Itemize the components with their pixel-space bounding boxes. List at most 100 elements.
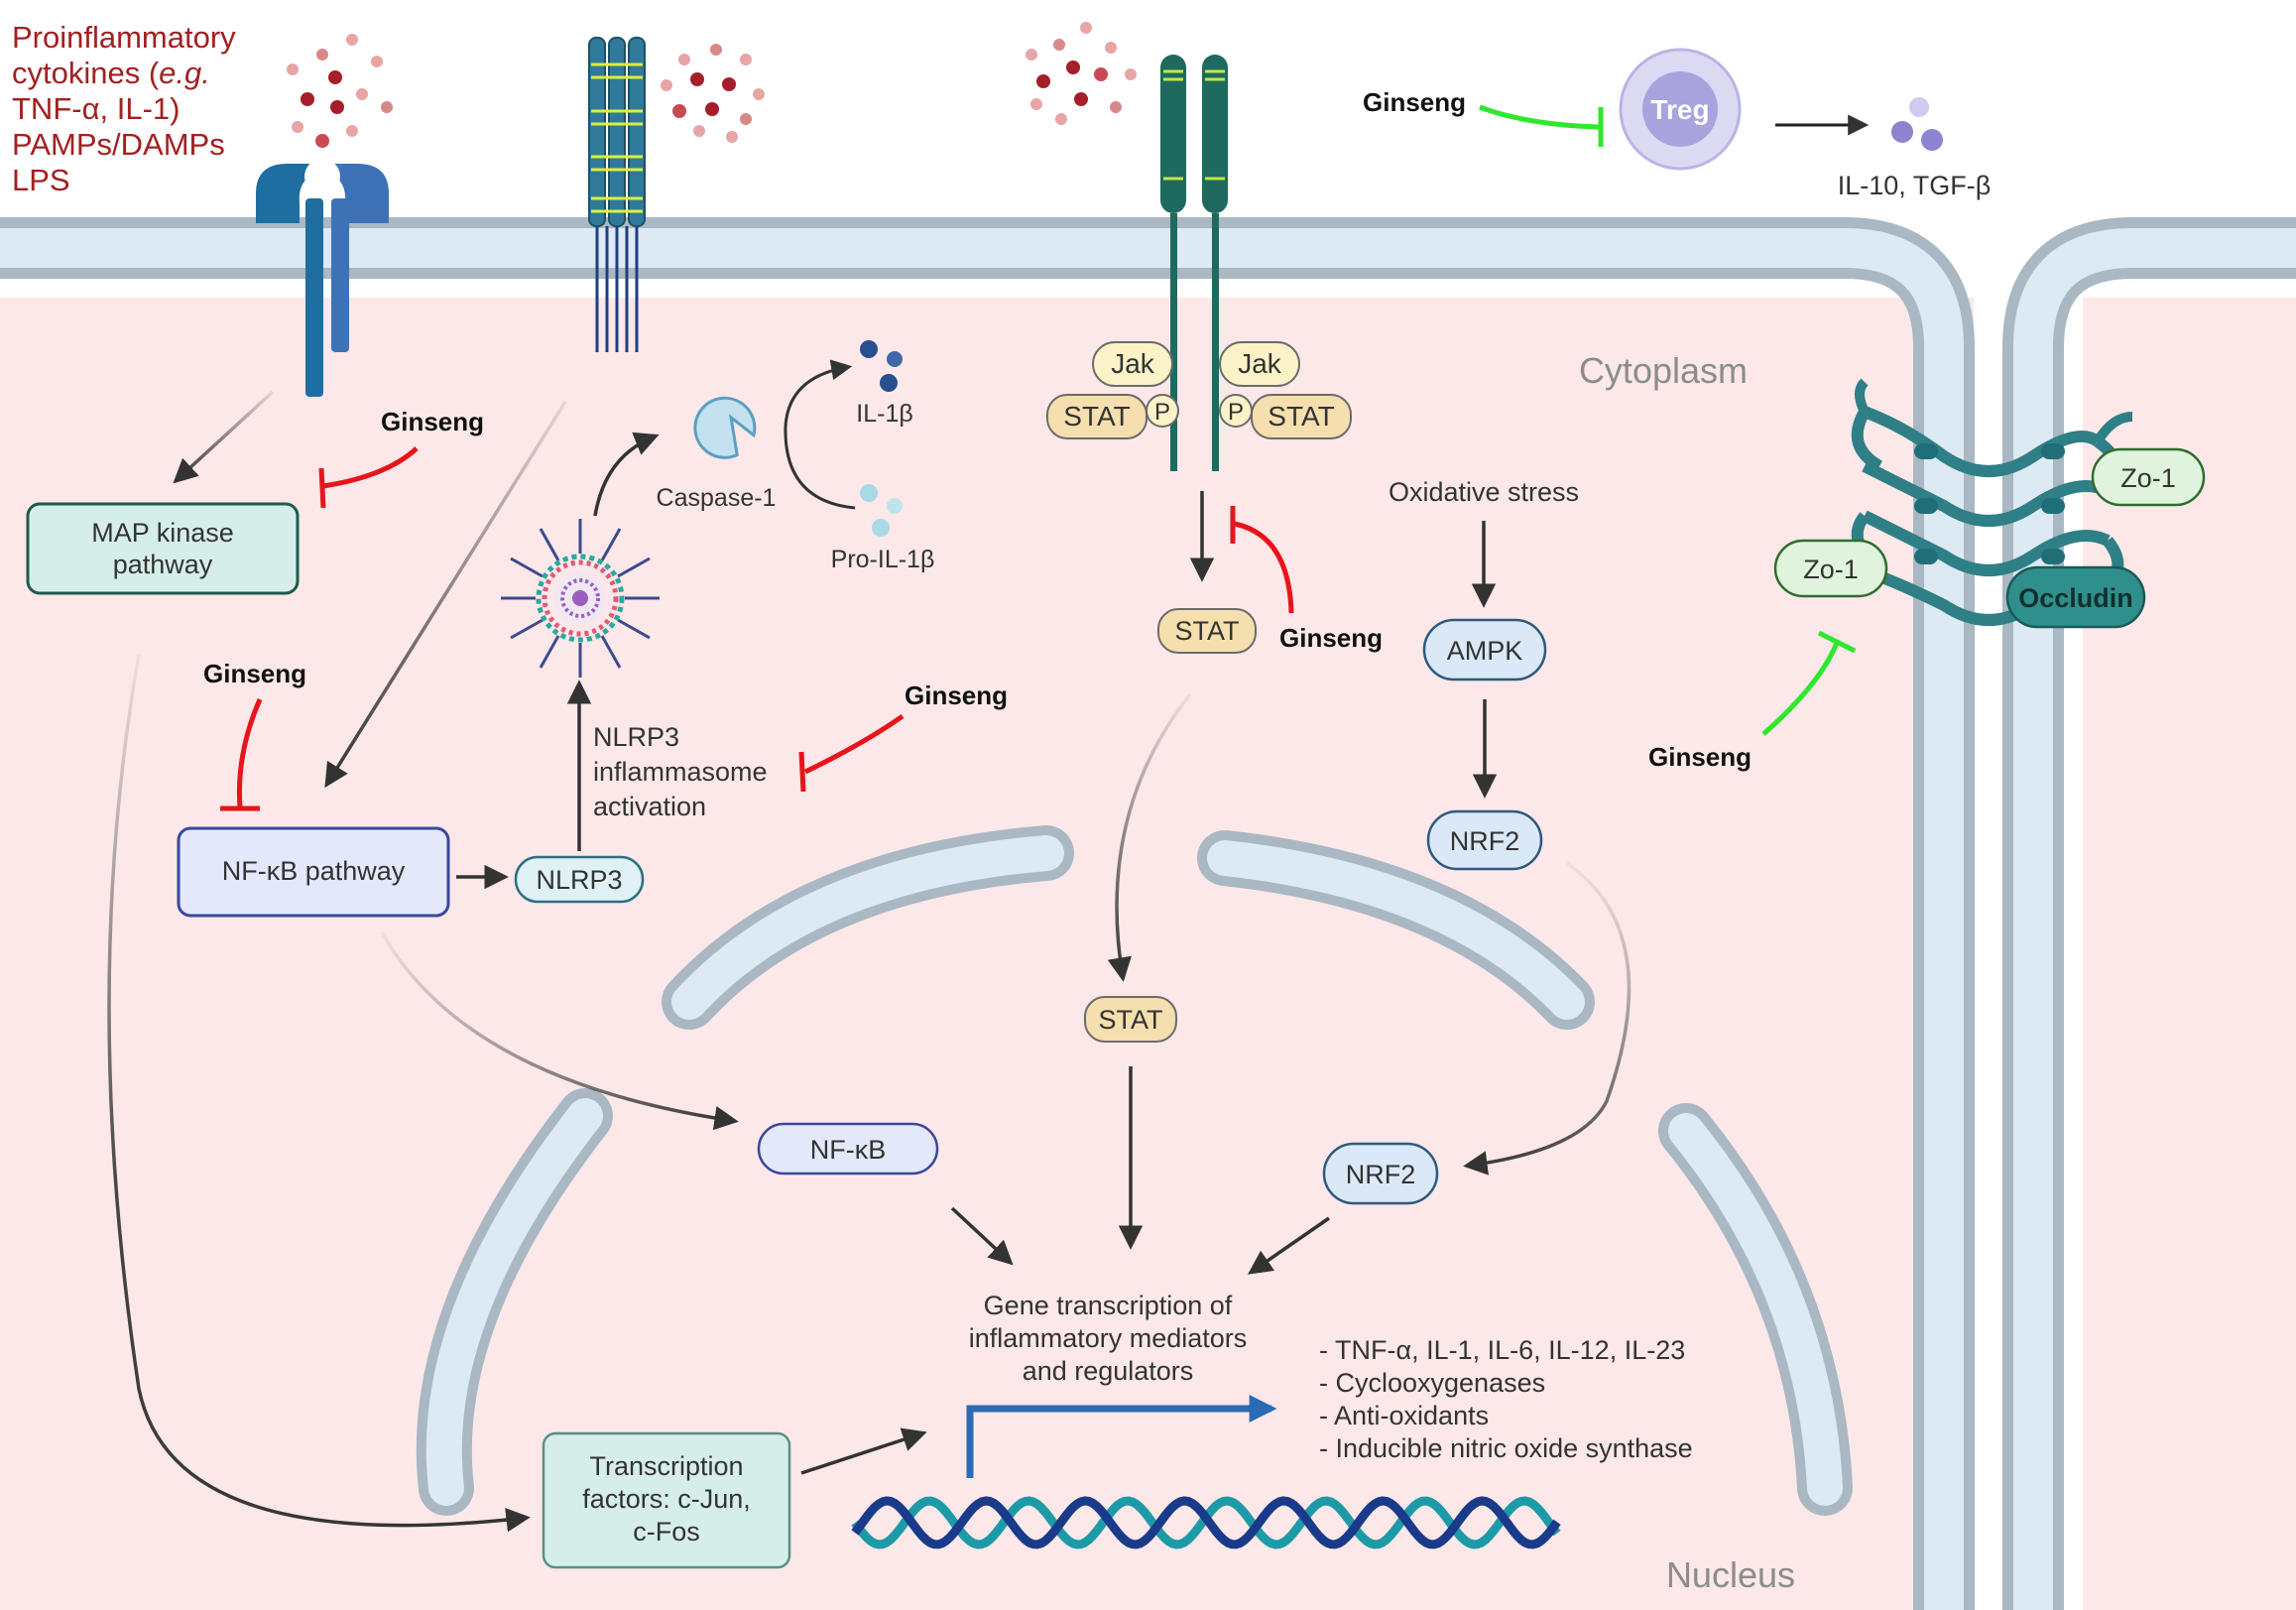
nlrp3-box: NLRP3 xyxy=(514,855,645,904)
pro-il1b-label: Pro-IL-1β xyxy=(831,546,935,573)
arrow-nrf2-to-transcription xyxy=(1247,1216,1330,1275)
nrf2-cytoplasm-label: NRF2 xyxy=(1450,826,1520,856)
dna-helix xyxy=(851,1496,1561,1549)
stimulus-line3: TNF-α, IL-1) xyxy=(12,91,180,126)
nfkb-nucleus-box: NF-κB xyxy=(757,1122,939,1176)
stat-nucleus-label: STAT xyxy=(1099,1005,1163,1035)
zo1-right-box: Zo-1 xyxy=(2091,447,2206,507)
transcription-start-arrow xyxy=(966,1395,1277,1478)
mediator-item-3: - Anti-oxidants xyxy=(1319,1401,1489,1430)
arrow-inflammasome-to-caspase xyxy=(593,432,660,517)
nlrp3-activation-text: NLRP3 inflammasome activation xyxy=(593,722,768,821)
nlrp3-activation-line3: activation xyxy=(593,792,706,821)
ginseng-nfkb-inhibition: Ginseng xyxy=(203,659,306,811)
stimulus-line5: LPS xyxy=(12,163,70,197)
arrow-mapk-to-tf xyxy=(107,654,531,1533)
nucleus-label: Nucleus xyxy=(1666,1554,1795,1595)
transcription-line2: inflammatory mediators xyxy=(969,1323,1248,1353)
arrow-nfkb-pathway-to-nfkb xyxy=(380,931,739,1131)
il1b-label: IL-1β xyxy=(856,400,912,428)
treg-products-dots xyxy=(1891,97,1943,151)
stat-nucleus-box: STAT xyxy=(1084,996,1177,1043)
jak-stat-complex: Jak Jak STAT STAT P P xyxy=(1046,341,1352,439)
ginseng-label-nfkb: Ginseng xyxy=(203,659,306,688)
map-kinase-line2: pathway xyxy=(113,550,213,579)
gene-transcription-label: Gene transcription of inflammatory media… xyxy=(969,1291,1248,1386)
map-kinase-line1: MAP kinase xyxy=(91,518,234,548)
zo1-left-box: Zo-1 xyxy=(1773,539,1888,598)
arrow-nrf2-to-nucleus xyxy=(1463,861,1631,1176)
transcription-line3: and regulators xyxy=(1023,1356,1194,1386)
ginseng-label-treg: Ginseng xyxy=(1363,87,1466,117)
mediator-item-2: - Cyclooxygenases xyxy=(1319,1368,1545,1398)
ginseng-label-nlrp3: Ginseng xyxy=(905,681,1008,710)
stat-left-label: STAT xyxy=(1063,401,1130,432)
stimulus-label: Proinflammatory cytokines (e.g. TNF-α, I… xyxy=(12,20,236,197)
plasma-membrane xyxy=(0,217,2296,1610)
phospho-left-label: P xyxy=(1154,399,1170,426)
zo1-right-label: Zo-1 xyxy=(2120,463,2176,493)
il1b-dots xyxy=(860,340,903,392)
ampk-box: AMPK xyxy=(1422,618,1547,681)
cytokine-receptor xyxy=(1160,55,1228,471)
pro-il1b-dots xyxy=(860,484,903,537)
stimulus-line1: Proinflammatory xyxy=(12,20,236,55)
occludin-box: Occludin xyxy=(2005,565,2146,629)
transcription-line1: Gene transcription of xyxy=(984,1291,1233,1320)
arrow-nfkb-to-transcription xyxy=(950,1206,1014,1266)
arrow-stat-to-nucleus xyxy=(1107,692,1192,982)
caspase-1-label: Caspase-1 xyxy=(657,484,777,512)
arrow-tf-to-transcription xyxy=(800,1427,927,1475)
ginseng-nlrp3-inhibition: Ginseng xyxy=(798,681,1008,793)
nlrp3-label: NLRP3 xyxy=(536,865,622,895)
nrf2-nucleus-box: NRF2 xyxy=(1322,1142,1439,1205)
treg-products-label: IL-10, TGF-β xyxy=(1838,171,1992,200)
ginseng-label-stat: Ginseng xyxy=(1279,623,1383,653)
ginseng-mapk-inhibition: Ginseng xyxy=(318,407,484,509)
tlr-receptor xyxy=(588,37,646,352)
treg-cell: Treg xyxy=(1619,48,1742,171)
caspase-1-icon xyxy=(693,396,757,459)
transcription-factors-box: Transcription factors: c-Jun, c-Fos xyxy=(542,1431,791,1569)
mediator-item-1: - TNF-α, IL-1, IL-6, IL-12, IL-23 xyxy=(1319,1335,1685,1365)
ginseng-stat-inhibition: Ginseng xyxy=(1230,506,1383,653)
stimulus-line4: PAMPs/DAMPs xyxy=(12,127,225,162)
mediators-list: - TNF-α, IL-1, IL-6, IL-12, IL-23 - Cycl… xyxy=(1319,1335,1693,1463)
tf-line2: factors: c-Jun, xyxy=(582,1484,751,1514)
tnf-receptor xyxy=(256,159,389,397)
nlrp3-activation-line2: inflammasome xyxy=(593,757,768,787)
oxidative-stress-label: Oxidative stress xyxy=(1389,477,1579,507)
jak-left-label: Jak xyxy=(1111,348,1155,379)
cytoplasm-label: Cytoplasm xyxy=(1579,350,1748,391)
stat-cytoplasm-label: STAT xyxy=(1175,616,1240,646)
nfkb-pathway-label: NF-κB pathway xyxy=(222,856,406,886)
tf-line3: c-Fos xyxy=(633,1517,700,1547)
nrf2-cytoplasm-box: NRF2 xyxy=(1426,809,1543,871)
arrow-receptor-to-mapk xyxy=(173,390,275,484)
map-kinase-box: MAP kinase pathway xyxy=(26,502,300,595)
mediator-item-4: - Inducible nitric oxide synthase xyxy=(1319,1433,1693,1463)
stat-right-label: STAT xyxy=(1268,401,1334,432)
cytokine-cluster-1 xyxy=(287,34,393,148)
phospho-right-label: P xyxy=(1228,399,1244,426)
nfkb-pathway-box: NF-κB pathway xyxy=(177,826,450,918)
ginseng-junction-regulation: Ginseng xyxy=(1648,630,1857,772)
arrow-pro-il1b-to-il1b xyxy=(784,359,856,510)
nfkb-nucleus-label: NF-κB xyxy=(810,1135,887,1165)
ampk-label: AMPK xyxy=(1447,636,1523,666)
arrow-tlr-to-nfkb xyxy=(324,401,567,789)
tf-line1: Transcription xyxy=(589,1451,743,1481)
jak-right-label: Jak xyxy=(1238,348,1282,379)
ginseng-label-mapk: Ginseng xyxy=(381,407,484,436)
cytokine-cluster-2 xyxy=(661,44,765,143)
inflammasome xyxy=(501,519,660,678)
occludin-label: Occludin xyxy=(2018,583,2133,613)
ginseng-treg-inhibition: Ginseng xyxy=(1363,87,1604,147)
nrf2-nucleus-label: NRF2 xyxy=(1346,1160,1416,1189)
zo1-left-label: Zo-1 xyxy=(1803,555,1859,584)
stat-cytoplasm-box: STAT xyxy=(1157,608,1257,654)
treg-label: Treg xyxy=(1650,94,1709,125)
cytokine-cluster-3 xyxy=(1026,22,1137,125)
nlrp3-activation-line1: NLRP3 xyxy=(593,722,679,752)
